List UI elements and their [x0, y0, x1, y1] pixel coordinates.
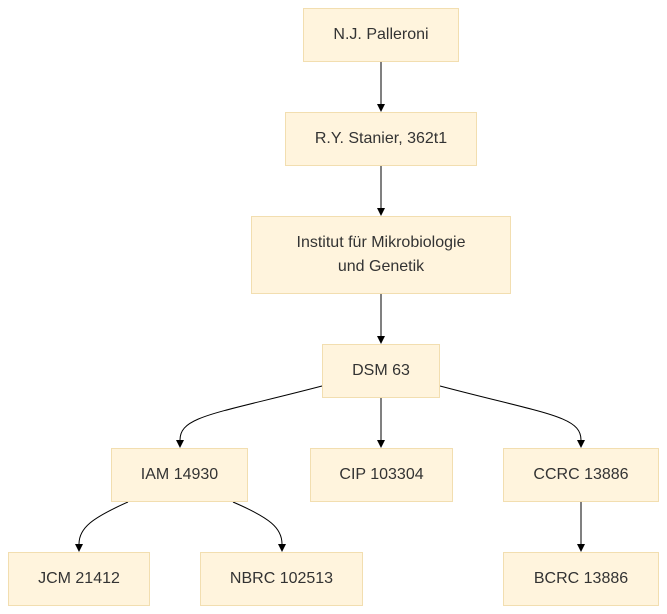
edge-dsm-ccrc — [439, 385, 582, 441]
node-dsm: DSM 63 — [322, 344, 440, 398]
edge-iam-nbrc — [232, 501, 283, 545]
arrowhead-cip — [377, 440, 385, 448]
node-cip: CIP 103304 — [310, 448, 453, 502]
node-palleroni: N.J. Palleroni — [303, 8, 459, 62]
edge-iam-jcm — [78, 501, 129, 545]
arrowhead-bcrc — [577, 544, 585, 552]
node-cip-label: CIP 103304 — [339, 466, 424, 483]
arrowhead-dsm — [377, 336, 385, 344]
node-jcm: JCM 21412 — [8, 552, 150, 606]
node-iam: IAM 14930 — [111, 448, 248, 502]
node-jcm-label: JCM 21412 — [38, 570, 120, 587]
arrowhead-nbrc — [278, 544, 286, 552]
node-palleroni-label: N.J. Palleroni — [333, 26, 429, 43]
edge-dsm-iam — [179, 385, 323, 441]
node-nbrc: NBRC 102513 — [200, 552, 363, 606]
arrowhead-institut — [377, 208, 385, 216]
arrowhead-stanier — [377, 104, 385, 112]
node-stanier-label: R.Y. Stanier, 362t1 — [314, 130, 448, 147]
node-nbrc-label: NBRC 102513 — [229, 570, 334, 587]
node-ccrc: CCRC 13886 — [503, 448, 659, 502]
node-institut-line1: Institut für Mikrobiologie — [296, 234, 466, 251]
node-stanier: R.Y. Stanier, 362t1 — [285, 112, 477, 166]
arrowhead-jcm — [75, 544, 83, 552]
node-bcrc: BCRC 13886 — [503, 552, 659, 606]
node-institut-line2: und Genetik — [337, 258, 425, 275]
arrowhead-iam — [176, 440, 184, 448]
node-institut: Institut für Mikrobiologie und Genetik — [251, 216, 511, 294]
arrowhead-ccrc — [577, 440, 585, 448]
node-bcrc-label: BCRC 13886 — [533, 570, 629, 587]
node-iam-label: IAM 14930 — [140, 466, 219, 483]
node-ccrc-label: CCRC 13886 — [533, 466, 629, 483]
node-dsm-label: DSM 63 — [352, 362, 410, 379]
